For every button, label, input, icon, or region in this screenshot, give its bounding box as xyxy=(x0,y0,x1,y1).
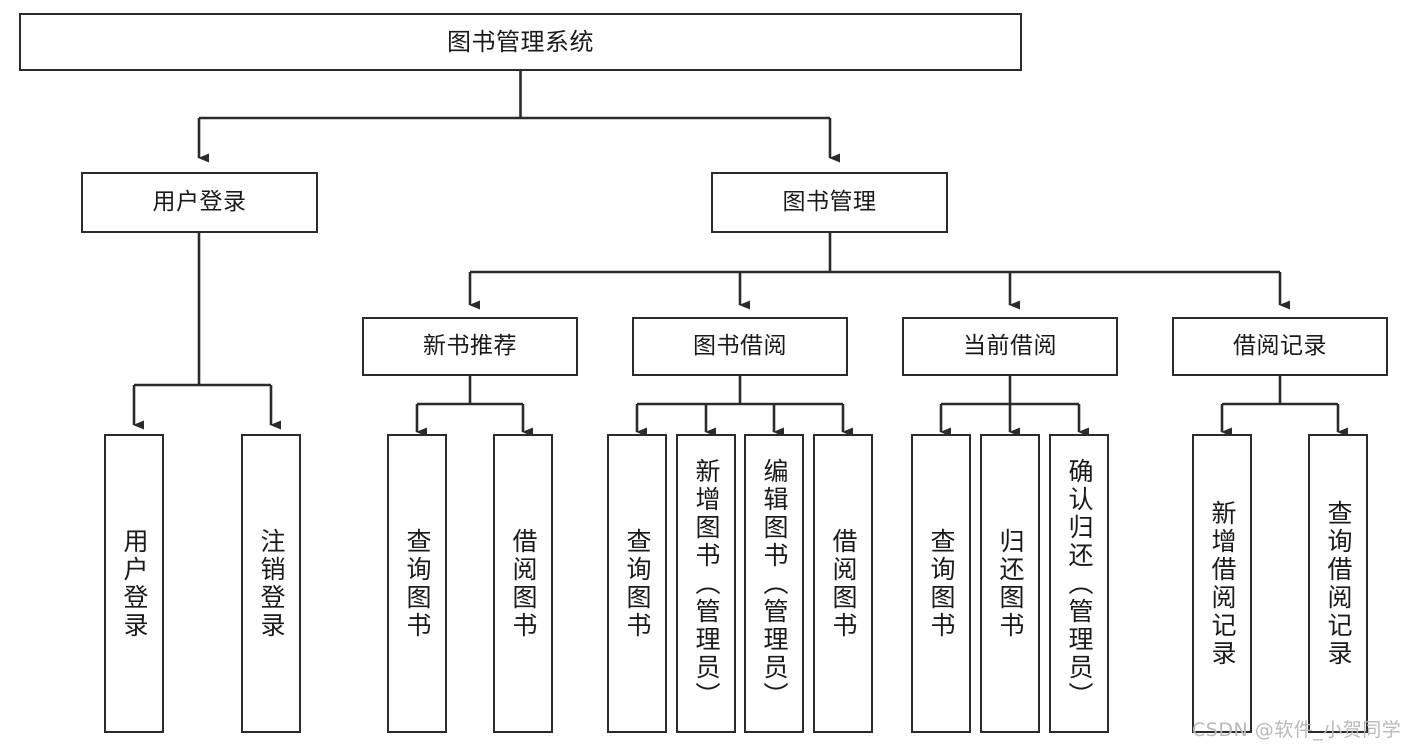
node-label: 图书借阅 xyxy=(693,333,787,359)
node-book-management[interactable]: 图书管理 xyxy=(711,172,948,233)
node-label: 借阅图书 xyxy=(829,527,858,640)
leaf-record-query-record[interactable]: 查询借阅记录 xyxy=(1308,434,1368,733)
leaf-recommend-borrow-book[interactable]: 借阅图书 xyxy=(493,434,553,733)
leaf-current-query-book[interactable]: 查询图书 xyxy=(911,434,971,733)
leaf-current-return-book[interactable]: 归还图书 xyxy=(980,434,1040,733)
node-new-book-recommend[interactable]: 新书推荐 xyxy=(362,317,578,376)
node-label: 用户登录 xyxy=(120,527,149,640)
node-label: 确认归还（管理员） xyxy=(1065,457,1094,710)
node-user-login[interactable]: 用户登录 xyxy=(81,172,318,233)
node-label: 新书推荐 xyxy=(423,333,517,359)
leaf-user-login-signout[interactable]: 注销登录 xyxy=(241,434,301,733)
node-label: 借阅图书 xyxy=(509,527,538,640)
node-book-borrow[interactable]: 图书借阅 xyxy=(632,317,848,376)
leaf-recommend-query-book[interactable]: 查询图书 xyxy=(387,434,447,733)
node-label: 查询图书 xyxy=(927,527,956,640)
node-label: 查询图书 xyxy=(403,527,432,640)
node-borrow-record[interactable]: 借阅记录 xyxy=(1172,317,1388,376)
node-label: 借阅记录 xyxy=(1233,333,1327,359)
node-label: 编辑图书（管理员） xyxy=(760,457,789,710)
node-label: 图书管理系统 xyxy=(447,28,594,56)
node-label: 新增图书（管理员） xyxy=(692,457,721,710)
node-label: 用户登录 xyxy=(152,189,247,215)
node-label: 当前借阅 xyxy=(963,333,1057,359)
leaf-borrow-query-book[interactable]: 查询图书 xyxy=(607,434,667,733)
node-root-system[interactable]: 图书管理系统 xyxy=(19,13,1022,71)
node-current-borrow[interactable]: 当前借阅 xyxy=(902,317,1118,376)
leaf-user-login-signin[interactable]: 用户登录 xyxy=(104,434,164,733)
node-label: 注销登录 xyxy=(257,527,286,640)
csdn-watermark: CSDN @软件_小贺同学 xyxy=(1192,719,1402,741)
node-label: 查询借阅记录 xyxy=(1324,499,1353,668)
leaf-current-confirm-return-admin[interactable]: 确认归还（管理员） xyxy=(1049,434,1109,733)
leaf-borrow-add-book-admin[interactable]: 新增图书（管理员） xyxy=(676,434,736,733)
node-label: 查询图书 xyxy=(623,527,652,640)
node-label: 图书管理 xyxy=(782,189,877,215)
node-label: 新增借阅记录 xyxy=(1208,499,1237,668)
leaf-record-add-record[interactable]: 新增借阅记录 xyxy=(1192,434,1252,733)
node-label: 归还图书 xyxy=(996,527,1025,640)
leaf-borrow-edit-book-admin[interactable]: 编辑图书（管理员） xyxy=(744,434,804,733)
leaf-borrow-borrow-book[interactable]: 借阅图书 xyxy=(813,434,873,733)
